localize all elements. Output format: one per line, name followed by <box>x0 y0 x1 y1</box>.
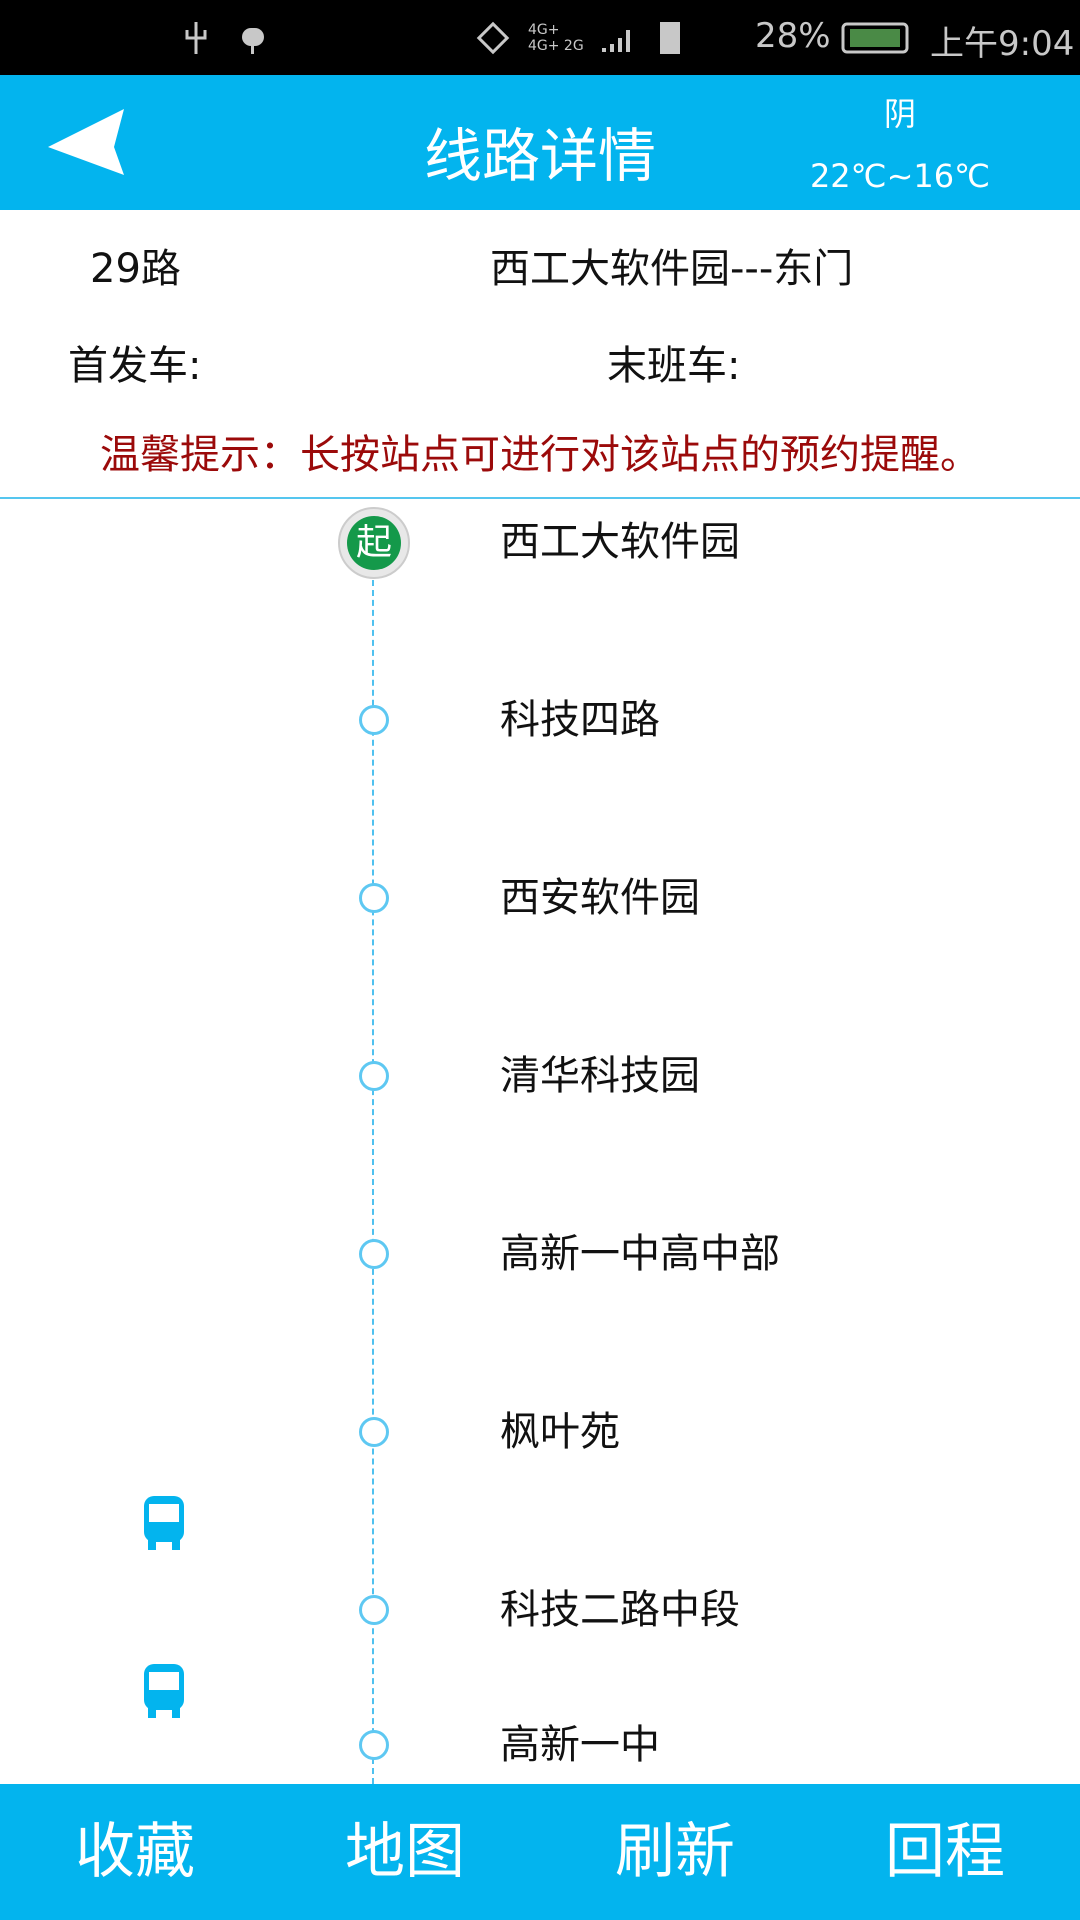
route-line <box>372 560 374 1784</box>
last-bus-label: 末班车: <box>607 343 741 389</box>
favorite-button[interactable]: 收藏 <box>75 1817 195 1887</box>
station-name[interactable]: 西工大软件园 <box>500 519 740 565</box>
weather-condition: 阴 <box>883 95 916 133</box>
divider <box>0 497 1080 499</box>
route-number: 29路 <box>90 246 181 292</box>
start-badge-text: 起 <box>347 516 401 570</box>
return-trip-button[interactable]: 回程 <box>885 1817 1005 1887</box>
clock: 上午9:04 <box>930 24 1075 64</box>
bus-icon <box>144 1664 184 1718</box>
station-name[interactable]: 科技四路 <box>500 697 660 743</box>
station-name[interactable]: 高新一中 <box>500 1722 660 1768</box>
start-station-badge: 起 <box>338 507 410 579</box>
station-name[interactable]: 科技二路中段 <box>500 1587 740 1633</box>
network-indicator: 4G+ 4G+ 2G <box>528 22 584 54</box>
weather-temperature: 22℃~16℃ <box>809 157 991 195</box>
station-dot <box>359 1239 389 1269</box>
station-name[interactable]: 西安软件园 <box>500 875 700 921</box>
map-button[interactable]: 地图 <box>345 1817 465 1887</box>
station-dot <box>359 705 389 735</box>
battery-icon <box>841 22 909 54</box>
station-dot <box>359 1417 389 1447</box>
station-dot <box>359 1730 389 1760</box>
refresh-button[interactable]: 刷新 <box>615 1817 735 1887</box>
station-dot <box>359 1061 389 1091</box>
station-name[interactable]: 清华科技园 <box>500 1053 700 1099</box>
reminder-tip: 温馨提示：长按站点可进行对该站点的预约提醒。 <box>100 432 980 478</box>
app-header: 线路详情 阴 22℃~16℃ <box>0 75 1080 210</box>
rotate-icon <box>476 21 510 55</box>
battery-percent: 28% <box>755 16 831 56</box>
android-icon <box>242 28 264 54</box>
station-name[interactable]: 枫叶苑 <box>500 1409 620 1455</box>
station-dot <box>359 883 389 913</box>
first-bus-label: 首发车: <box>68 343 202 389</box>
back-arrow-icon[interactable] <box>48 109 128 175</box>
status-bar: 4G+ 4G+ 2G 28% 上午9:04 <box>0 0 1080 75</box>
bus-icon <box>144 1496 184 1550</box>
bottom-bar: 收藏 地图 刷新 回程 <box>0 1784 1080 1920</box>
sim-icon <box>660 22 680 54</box>
route-direction: 西工大软件园---东门 <box>490 246 854 292</box>
signal-icon <box>602 30 630 52</box>
page-title: 线路详情 <box>423 122 656 190</box>
station-name[interactable]: 高新一中高中部 <box>500 1231 780 1277</box>
station-dot <box>359 1595 389 1625</box>
usb-icon <box>185 22 207 54</box>
